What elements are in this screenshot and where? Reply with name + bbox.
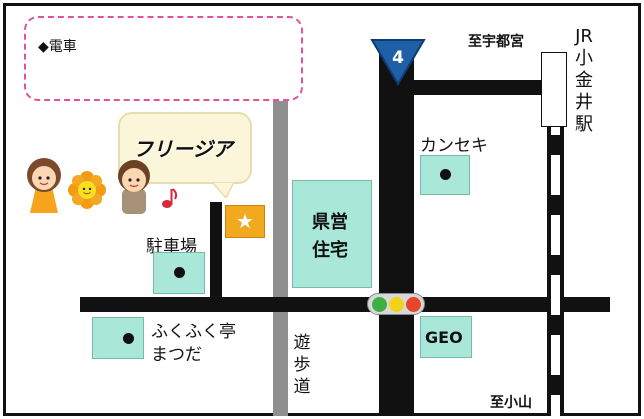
traffic-lamp-green (372, 297, 387, 312)
housing-building (292, 180, 372, 288)
route-number: 4 (392, 48, 404, 68)
restaurant-marker (123, 333, 134, 344)
geo-building (420, 316, 472, 358)
housing-label-line2: 住宅 (312, 240, 348, 261)
housing-label-line1: 県営 (312, 212, 348, 233)
bubble-tail (210, 181, 236, 200)
jr-station-building (541, 52, 567, 127)
kanseki-marker (440, 169, 451, 180)
kanseki-label: カンセキ (420, 136, 488, 156)
side-road-parking (210, 202, 222, 302)
music-note-icon (160, 186, 180, 210)
restaurant-label-line2: まつだ (151, 345, 202, 365)
walkway-path (273, 101, 288, 416)
rail-tick (547, 135, 564, 155)
rail-tick (547, 375, 564, 395)
station-label: JR小金井駅 (575, 26, 593, 135)
main-road-vertical (379, 50, 414, 416)
traffic-light-icon (367, 293, 425, 315)
restaurant-building (92, 317, 144, 359)
main-road-horizontal (80, 297, 610, 312)
star-icon: ★ (225, 205, 265, 238)
shop-name: フリージア (133, 137, 233, 161)
rail-tick (547, 195, 564, 215)
restaurant-label-line1: ふくふく亭 (151, 322, 236, 342)
boy-illustration (112, 155, 156, 215)
flower-icon (67, 170, 107, 210)
note-box (24, 16, 303, 101)
rail-tick (547, 255, 564, 275)
destination-north-label: 至宇都宮 (468, 34, 524, 50)
map-frame (3, 3, 641, 416)
route-shield-icon: 4 (370, 38, 426, 88)
destination-south-label: 至小山 (490, 395, 532, 411)
girl-illustration (22, 155, 66, 215)
traffic-lamp-red (406, 297, 421, 312)
walkway-label: 遊歩道 (293, 333, 311, 397)
road-to-station (409, 80, 544, 95)
parking-marker (174, 267, 185, 278)
geo-label: GEO (425, 328, 463, 347)
note-text: ◆電車 (38, 39, 77, 55)
rail-tick (547, 315, 564, 335)
traffic-lamp-yellow (389, 297, 404, 312)
